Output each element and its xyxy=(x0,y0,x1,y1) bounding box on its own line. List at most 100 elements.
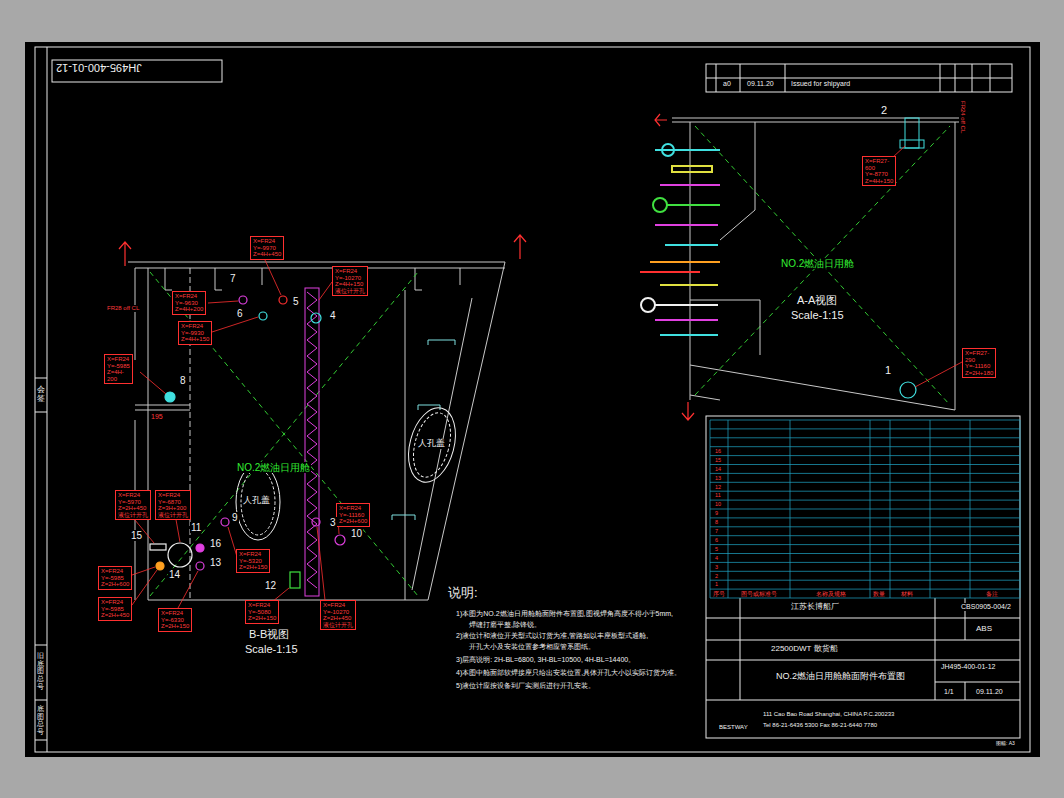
tank-name: NO.2燃油日用舱 xyxy=(780,258,855,269)
drawing-rect xyxy=(305,288,319,596)
drawing-line xyxy=(35,740,47,741)
drawing-path xyxy=(655,114,667,126)
note-text: 3)层高说明: 2H-BL=6800, 3H-BL=10500, 4H-BL=1… xyxy=(455,656,636,664)
row-number: 9 xyxy=(714,510,719,516)
drawing-line xyxy=(890,420,891,598)
coordinate-text: X=FR24 Y=-6330 Z=2H+150 xyxy=(161,610,189,630)
drawing-line xyxy=(716,64,717,92)
drawing-path xyxy=(119,242,131,266)
drawing-line xyxy=(970,420,971,598)
note-text: 说明: xyxy=(447,586,479,600)
coordinate-callout: X=FR24 Y=-5970 Z=2H+450液位计开孔 xyxy=(115,490,151,520)
drawing-circle xyxy=(662,144,674,156)
drawing-ellipse xyxy=(407,409,457,482)
note-text: 开孔大小及安装位置参考相应管系图纸。 xyxy=(468,643,596,651)
drawing-line xyxy=(1020,420,1021,598)
coordinate-callout: X=FR24 Y=-6330 Z=2H+150 xyxy=(158,608,192,632)
coordinate-text: 液位计开孔 xyxy=(335,288,365,295)
drawing-line xyxy=(710,491,1020,492)
row-number: 16 xyxy=(714,448,722,454)
drawing-path xyxy=(150,272,418,596)
row-number: 8 xyxy=(714,519,719,525)
drawing-line xyxy=(35,700,47,701)
drawing-line xyxy=(655,224,718,226)
row-number: 12 xyxy=(714,484,722,490)
drawing-circle xyxy=(311,313,321,323)
drawing-g xyxy=(305,288,319,596)
drawing-line xyxy=(665,244,718,246)
coordinate-text: X=FR24 Y=-5985 Z=4H-200 xyxy=(107,356,130,382)
drawing-circle xyxy=(653,198,667,212)
dimension-text: FR28 off CL xyxy=(106,305,140,312)
drawing-circle xyxy=(279,296,287,304)
drawing-circle xyxy=(335,535,345,545)
drawing-circle xyxy=(900,382,916,398)
drawing-line xyxy=(870,420,871,598)
callout-number: 14 xyxy=(168,569,181,580)
drawing-line xyxy=(710,500,1020,501)
drawing-line xyxy=(955,64,956,92)
drawing-line xyxy=(710,535,1020,536)
drawing-circle xyxy=(221,518,229,526)
drawing-line xyxy=(710,598,1020,599)
callout-number: 8 xyxy=(179,375,187,386)
title-block-cell: Tel 86-21-6436 5300 Fax 86-21-6440 7780 xyxy=(762,722,878,729)
drawing-rect xyxy=(150,544,166,550)
coordinate-text: X=FR24 Y=-10270 Z=4H+150 xyxy=(335,268,363,288)
drawing-polyline xyxy=(307,292,317,588)
coordinate-callout: X=FR24 Y=-6870 Z=3H+300液位计开孔 xyxy=(155,490,191,520)
note-text: 4)本图中舱面部软焊接座只给出安装位置,具体开孔大小以实际订货为准。 xyxy=(455,669,682,677)
coordinate-text: X=FR24 Y=-5985 Z=2H+600 xyxy=(101,568,129,588)
view-title: Scale-1:15 xyxy=(244,643,299,655)
row-number: 5 xyxy=(714,546,719,552)
title-block-cell: 111 Cao Bao Road Shanghai, CHINA P.C.200… xyxy=(762,711,895,718)
row-number: 1 xyxy=(714,581,719,587)
drawing-circle xyxy=(165,392,175,402)
row-number: 4 xyxy=(714,555,719,561)
drawing-line xyxy=(785,64,786,92)
drawing-rect xyxy=(35,47,1030,752)
drawing-line xyxy=(706,660,1020,661)
drawing-line xyxy=(710,589,1020,590)
drawing-line xyxy=(740,64,741,92)
drawing-line xyxy=(660,284,718,286)
callout-number: 2 xyxy=(880,104,888,116)
coordinate-callout: X=FR24 Y=-10270 Z=2H+450液位计开孔 xyxy=(320,600,356,630)
drawing-line xyxy=(660,334,718,336)
coordinate-text: X=FR24 Y=-9630 Z=4H+200 xyxy=(175,293,203,313)
tank-name: NO.2燃油日用舱 xyxy=(236,462,311,473)
coordinate-callout: X=FR27-600 Y=-8770 Z=4H+150 xyxy=(862,156,896,186)
margin-stamp: 会签 xyxy=(37,386,45,404)
callout-number: 15 xyxy=(130,530,143,541)
row-number: 7 xyxy=(714,528,719,534)
coordinate-callout: X=FR24 Y=-5320 Z=2H+150 xyxy=(236,549,270,573)
coordinate-text: X=FR24 Y=-11160 Z=2H+600 xyxy=(339,505,367,525)
drawing-line xyxy=(47,47,48,752)
coordinate-text: X=FR24 Y=-9970 Z=4H+450 xyxy=(253,238,281,258)
coordinate-callout: X=FR24 Y=-5985 Z=2H+600 xyxy=(98,566,132,590)
coordinate-text: X=FR27-290 Y=-11160 Z=2H+180 xyxy=(965,350,993,376)
callout-number: 11 xyxy=(190,522,202,533)
title-block-cell: JH495-400-01-12 xyxy=(940,663,996,671)
callout-number: 5 xyxy=(292,296,300,307)
drawing-line xyxy=(710,464,1020,465)
margin-stamp: 底图总号 xyxy=(37,705,44,736)
coordinate-text: X=FR24 Y=-9930 Z=4H+150 xyxy=(181,323,209,343)
drawing-path xyxy=(672,118,960,122)
coordinate-text: X=FR24 Y=-5985 Z=2H+450 xyxy=(101,599,129,619)
drawing-line xyxy=(710,517,1020,518)
revision-cell: Issued for shipyard xyxy=(790,80,851,88)
table-header: 名称及规格 xyxy=(815,591,847,597)
revision-cell: a0 xyxy=(722,80,732,88)
drawing-line xyxy=(740,598,741,700)
coordinate-text: 液位计开孔 xyxy=(118,512,148,519)
drawing-path xyxy=(148,268,428,600)
drawing-g xyxy=(128,262,505,600)
drawing-line xyxy=(965,682,966,700)
drawing-line xyxy=(710,544,1020,545)
drawing-path xyxy=(128,262,505,268)
drawing-path xyxy=(135,268,136,600)
title-block-cell: BESTWAY xyxy=(718,724,749,731)
